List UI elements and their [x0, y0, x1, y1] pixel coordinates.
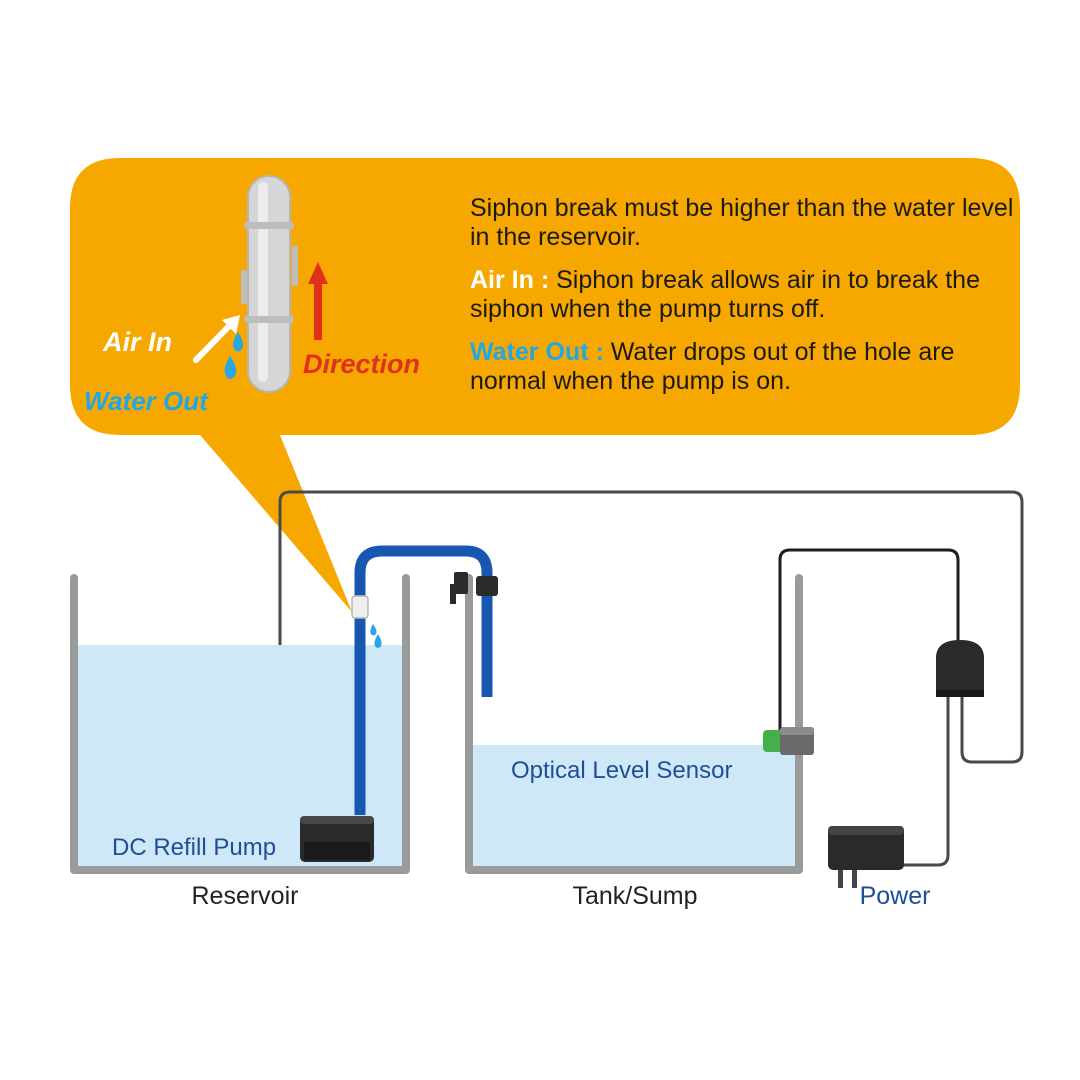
siphon-break-ring-bottom: [244, 316, 294, 323]
reservoir-label: Reservoir: [192, 882, 299, 910]
dc-refill-pump: [300, 816, 374, 862]
power-adapter-icon: [828, 826, 904, 888]
callout-paragraph-text: Water drops out of the hole are normal w…: [470, 338, 955, 395]
adapter-prong: [852, 870, 857, 888]
direction-arrow-shaft: [314, 282, 322, 340]
adapter-body: [828, 826, 904, 870]
direction-arrow-icon: [308, 262, 328, 284]
tube-holder-clip: [450, 572, 498, 604]
pump-intake-grille: [304, 842, 370, 860]
adapter-top: [828, 826, 904, 835]
pump-top: [300, 816, 374, 824]
pump-power-cable: [278, 490, 1024, 835]
air-in-label: Air In: [102, 327, 172, 357]
callout-paragraph-air-in: Air In : Siphon break allows air in to b…: [470, 266, 1030, 324]
clip-tube-holder: [476, 576, 498, 596]
water-drop-icon: [233, 332, 243, 352]
air-in-keyword: Air In :: [470, 266, 550, 294]
callout-paragraph-text: Siphon break allows air in to break the …: [470, 266, 980, 323]
water-drop-icon: [374, 634, 382, 648]
sump-tank: [465, 574, 803, 874]
power-label: Power: [860, 882, 931, 910]
adapter-cable: [900, 695, 950, 867]
water-drop-icon: [370, 624, 377, 636]
sensor-green-tip: [763, 730, 783, 752]
clip-bracket: [454, 572, 468, 594]
direction-label: Direction: [303, 349, 420, 379]
tube-siphon-break: [351, 595, 369, 619]
water-drop-icon: [224, 356, 237, 379]
sump-walls: [465, 574, 803, 874]
air-in-arrowhead-icon: [222, 315, 240, 334]
tank-label: Tank/Sump: [572, 882, 697, 910]
callout-text-block: Siphon break must be higher than the wat…: [470, 194, 1030, 410]
controller-body: [936, 640, 984, 697]
callout-paragraph-water-out: Water Out : Water drops out of the hole …: [470, 338, 1030, 396]
controller-unit: [936, 640, 984, 697]
siphon-break-highlight: [258, 182, 268, 382]
callout-paragraph-text: Siphon break must be higher than the wat…: [470, 194, 1014, 251]
sensor-cable: [778, 548, 960, 740]
callout-background: [70, 158, 1020, 612]
siphon-break-side-tab-left: [241, 270, 247, 304]
water-out-keyword: Water Out :: [470, 338, 604, 366]
clip-hook: [450, 584, 456, 604]
siphon-break-ring-top: [244, 222, 294, 229]
reservoir-walls: [70, 574, 410, 874]
callout-bubble: [70, 158, 1020, 612]
optical-level-sensor: [763, 727, 814, 755]
water-out-label: Water Out: [84, 386, 209, 416]
pump-label: DC Refill Pump: [112, 834, 276, 861]
siphon-break-side-tab-right: [292, 246, 298, 286]
sensor-label: Optical Level Sensor: [511, 757, 732, 784]
siphon-break-illustration: [193, 175, 328, 393]
refill-tube: [354, 545, 493, 815]
controller-base: [936, 690, 984, 697]
adapter-prong: [838, 870, 843, 888]
air-in-arrow-icon: [193, 320, 235, 363]
sensor-housing-highlight: [780, 727, 814, 735]
siphon-break-body: [247, 175, 291, 393]
callout-paragraph-siphon-height: Siphon break must be higher than the wat…: [470, 194, 1030, 252]
sump-water: [473, 745, 795, 866]
